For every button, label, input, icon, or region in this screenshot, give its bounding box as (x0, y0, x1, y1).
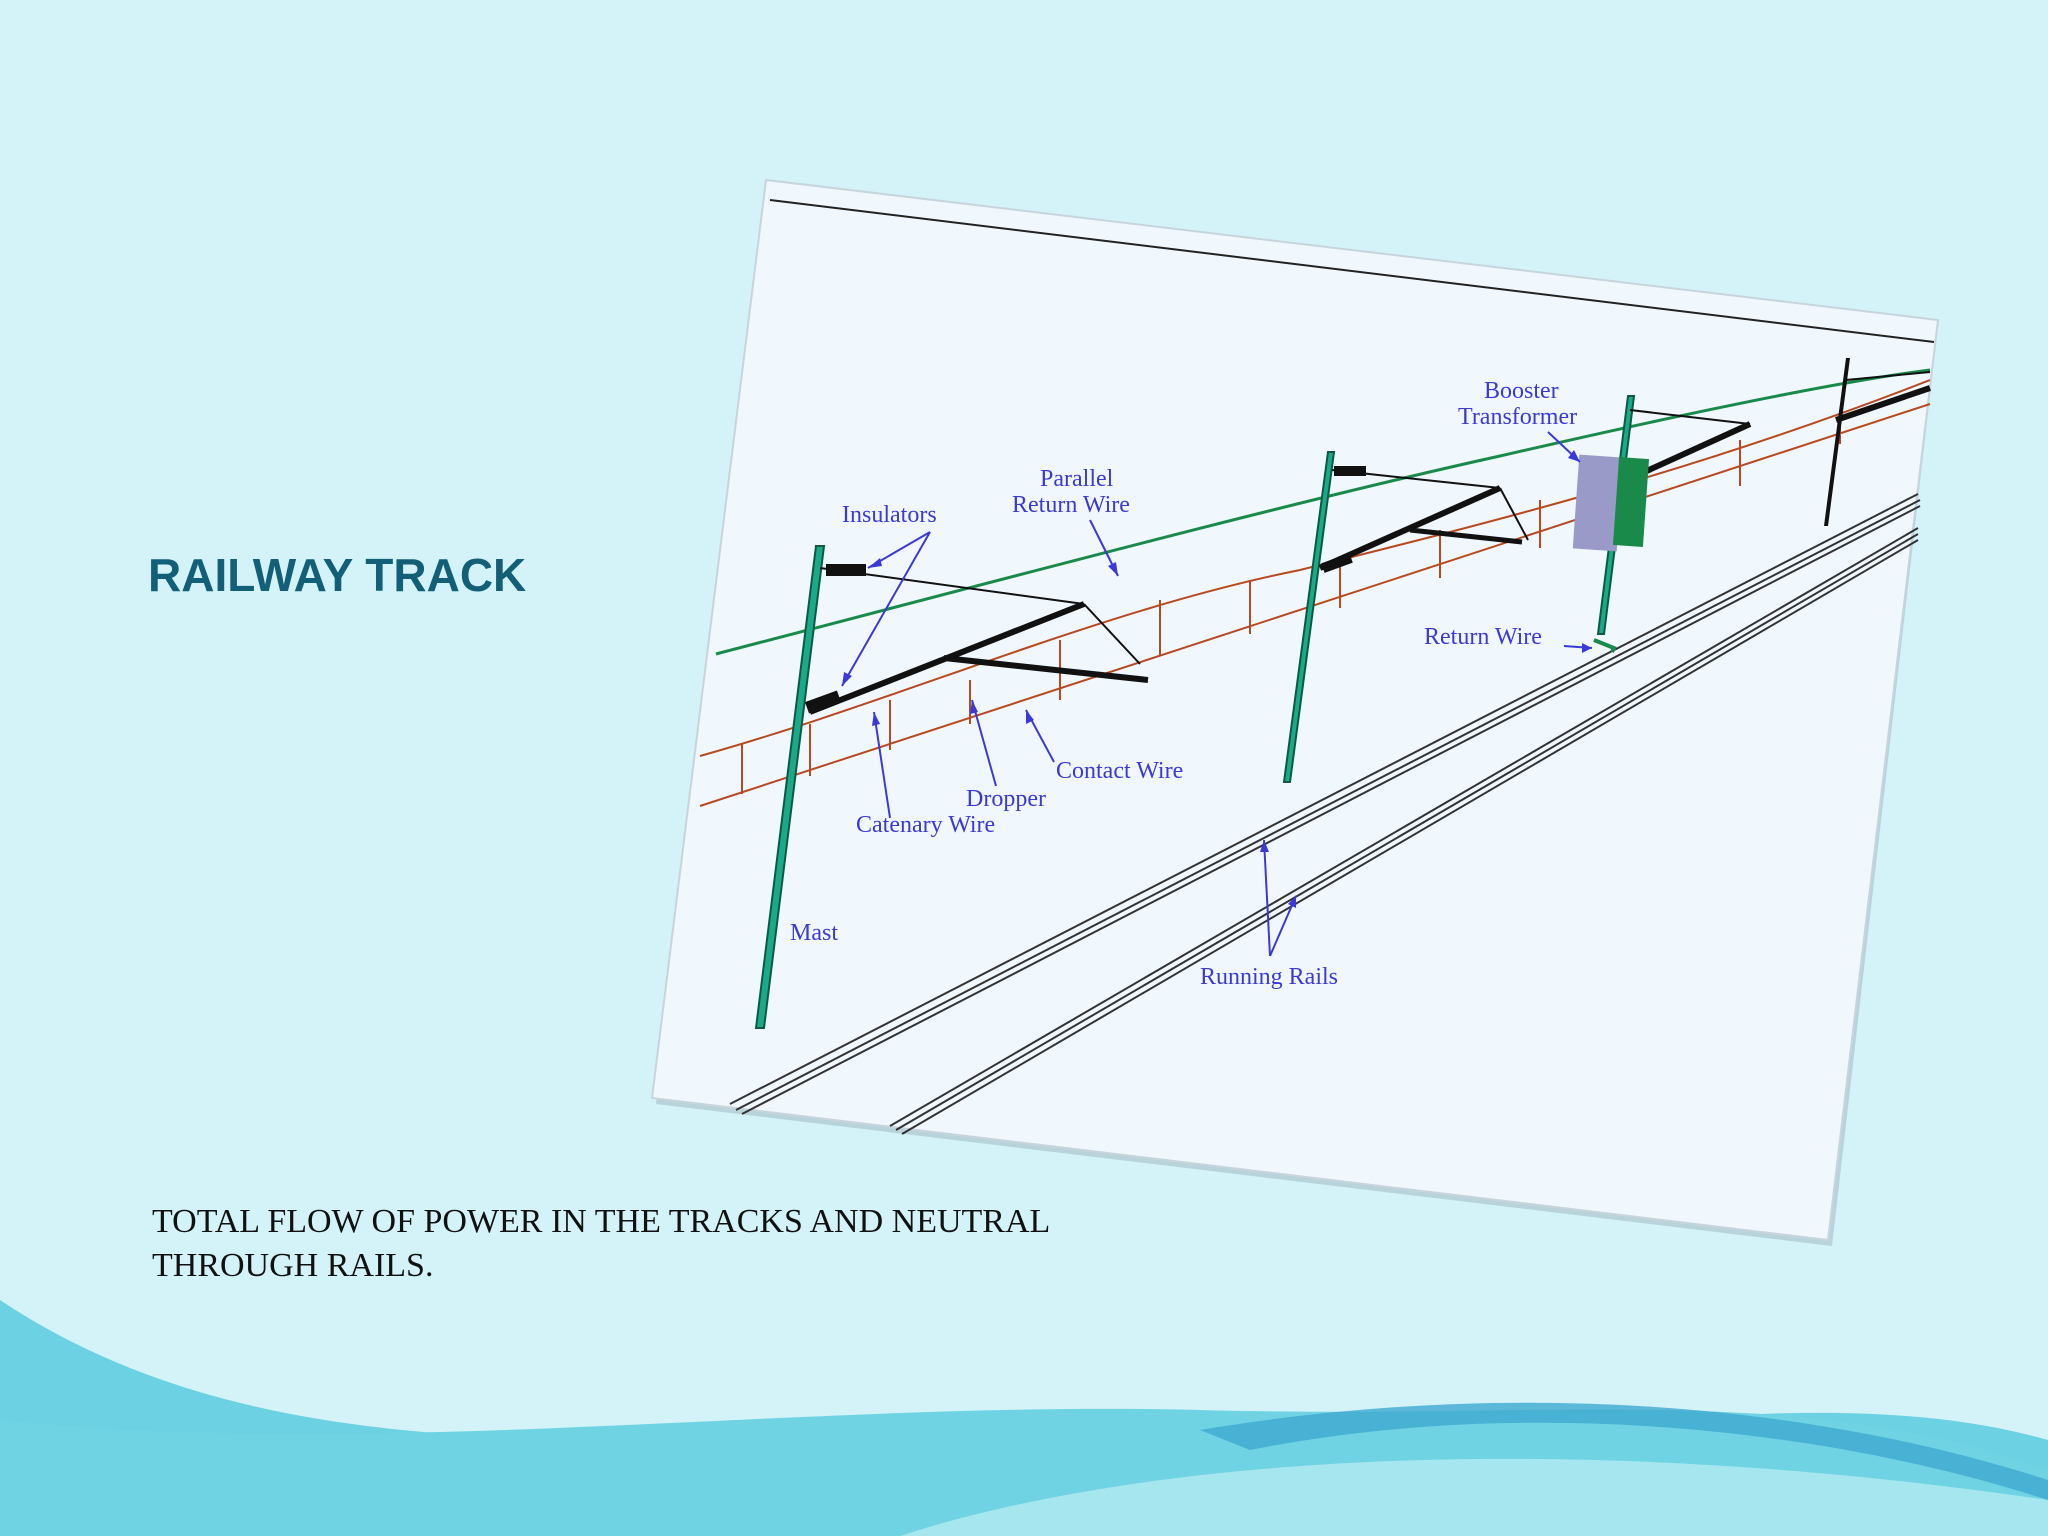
mast-4 (1824, 358, 1850, 526)
label-booster-line1: Booster (1484, 378, 1559, 404)
leader-arrowheads (842, 450, 1592, 908)
wave-stripe (1200, 1402, 2048, 1500)
mast-2 (1282, 451, 1336, 783)
slide-title: RAILWAY TRACK (148, 549, 527, 601)
diagram-top-strip (769, 199, 1935, 343)
wave-highlight (900, 1458, 2048, 1536)
label-insulators: Insulators (842, 502, 937, 528)
label-parallel-line2: Return Wire (1012, 492, 1130, 518)
parallel-return-wire (715, 368, 1931, 656)
label-dropper: Dropper (966, 786, 1046, 812)
label-catenary-wire: Catenary Wire (856, 812, 995, 838)
mast-1 (754, 545, 826, 1029)
label-booster-line2: Transformer (1458, 404, 1577, 430)
booster-transformer (1572, 454, 1650, 653)
label-contact-wire: Contact Wire (1056, 758, 1183, 784)
label-parallel-line1: Parallel (1040, 466, 1114, 492)
label-mast: Mast (790, 920, 838, 946)
slide-caption: TOTAL FLOW OF POWER IN THE TRACKS AND NE… (152, 1203, 1050, 1284)
label-running-rails: Running Rails (1200, 964, 1338, 990)
label-return-wire: Return Wire (1424, 624, 1542, 650)
running-rails (729, 493, 1921, 1135)
insulators (804, 466, 1366, 714)
